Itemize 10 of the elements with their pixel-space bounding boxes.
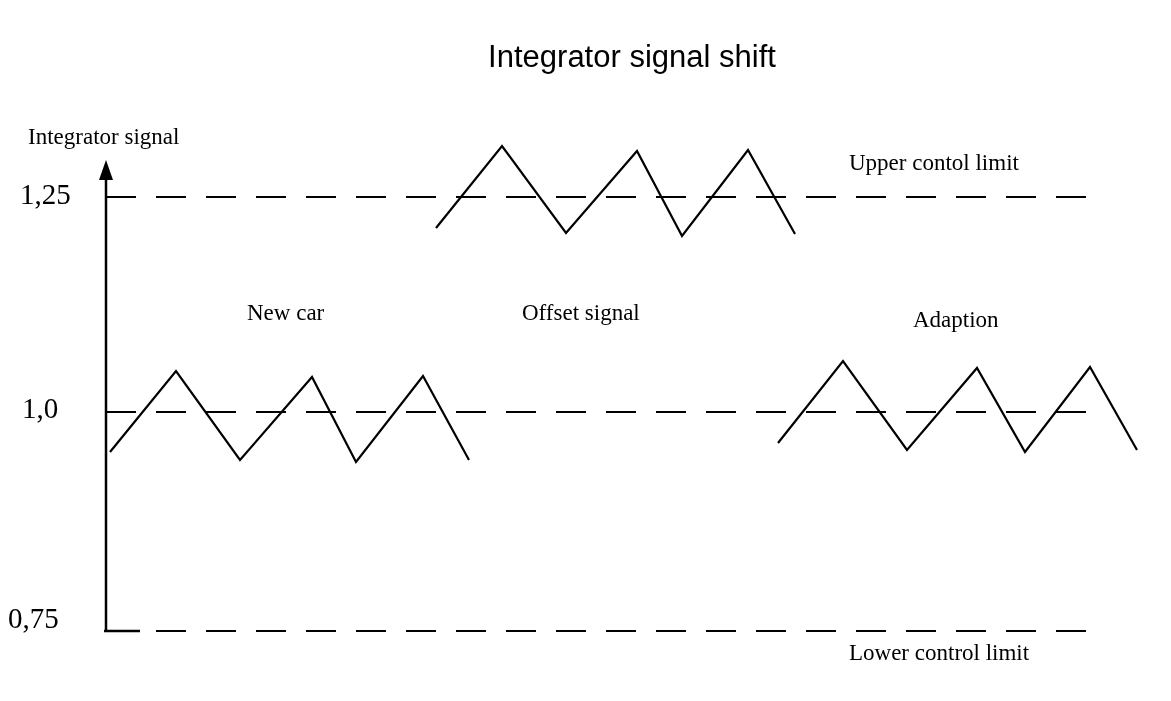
- annotation-label: Offset signal: [522, 300, 640, 326]
- tick-label: 0,75: [8, 603, 59, 635]
- tick-label: 1,0: [22, 393, 59, 425]
- chart-title: Integrator signal shift: [487, 40, 777, 75]
- annotation-label: Adaption: [913, 307, 999, 333]
- annotation-label: New car: [247, 300, 325, 326]
- tick-label: 1,25: [20, 179, 71, 211]
- limit-label: Upper contol limit: [849, 150, 1019, 176]
- limit-label: Lower control limit: [849, 640, 1030, 666]
- axis-title: Integrator signal: [28, 124, 180, 150]
